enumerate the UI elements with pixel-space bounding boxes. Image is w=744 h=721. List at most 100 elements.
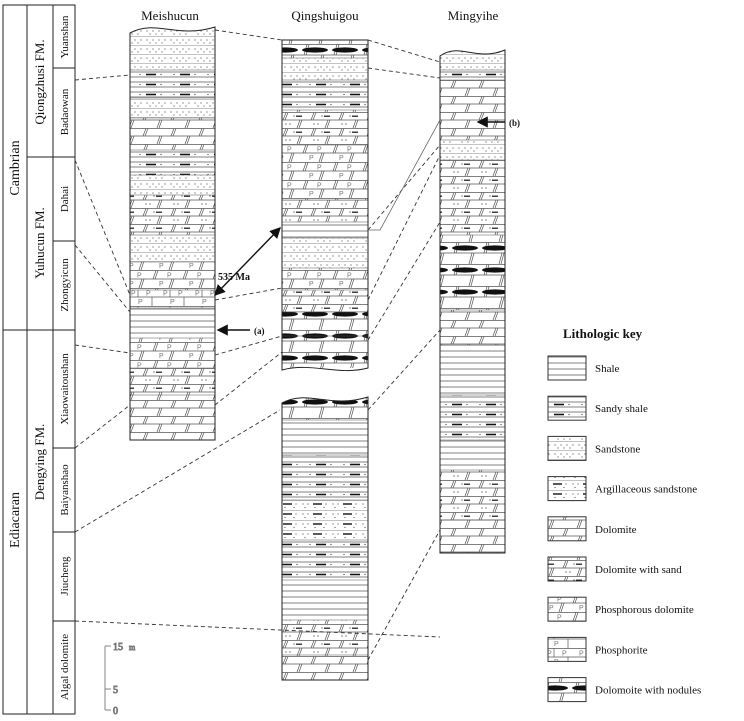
tie-line <box>74 404 131 449</box>
bed-shale <box>440 440 505 470</box>
bed-phosdolo <box>282 268 368 290</box>
bed-argsand <box>282 500 368 540</box>
age-tie-line <box>368 119 441 231</box>
bed-sandyshale <box>282 455 368 500</box>
bed-sandyshale <box>282 80 368 110</box>
bed-dolosand <box>130 368 215 395</box>
bed-sandstone <box>440 140 505 160</box>
bed-shale <box>282 222 368 238</box>
formation-label: Dengying FM. <box>32 424 47 501</box>
bed-sandstone <box>130 235 215 262</box>
bed-sandyshale <box>130 150 215 175</box>
tie-line <box>214 29 283 41</box>
tie-line <box>214 335 283 356</box>
tie-line <box>214 351 283 406</box>
correlation-lines <box>74 29 441 661</box>
bed-dolosand <box>130 195 215 235</box>
tie-line <box>367 154 441 301</box>
bed-sandstone <box>282 58 368 80</box>
bed-dolomite <box>130 118 215 150</box>
bed-sandyshale <box>440 395 505 440</box>
legend-swatch <box>547 516 587 542</box>
tie-line <box>367 144 441 231</box>
bed-shale <box>440 345 505 395</box>
bed-dolomite <box>440 520 505 553</box>
member-label: Zhongyicun <box>59 258 71 312</box>
legend-item-nodules: Dolomoite with nodules <box>547 677 701 703</box>
member-label: Baiyanshao <box>59 464 71 516</box>
legend-label: Shale <box>595 363 620 375</box>
bed-shale <box>282 420 368 455</box>
bed-sandstone <box>130 175 215 195</box>
formation-label: Yuhucun FM. <box>32 207 47 279</box>
bed-dolosand <box>282 620 368 655</box>
tie-line <box>367 39 441 63</box>
bed-sandyshale <box>282 540 368 580</box>
legend-label: Sandy shale <box>595 403 648 415</box>
legend-swatch <box>547 395 587 421</box>
tie-line <box>74 620 441 638</box>
bed-shale <box>282 580 368 620</box>
legend-swatch <box>547 596 587 622</box>
bed-phosdolo <box>130 262 215 290</box>
legend-swatch <box>547 636 587 662</box>
member-label: Dahai <box>59 186 71 212</box>
tie-line <box>74 74 131 81</box>
column-qingshuigou-lower <box>281 396 369 681</box>
legend-item-phosdolo: Phosphorous dolomite <box>547 596 694 622</box>
legend-item-phosphorite: Phosphorite <box>547 636 648 662</box>
bed-dolosand <box>440 160 505 235</box>
legend-label: Sandstone <box>595 443 640 455</box>
tie-line <box>74 409 281 533</box>
scale-unit: m <box>129 643 136 652</box>
legend-label: Phosphorous dolomite <box>595 604 694 616</box>
system-label: Ediacaran <box>8 492 23 548</box>
bed-dolomite <box>440 310 505 345</box>
member-label: Badaowan <box>59 88 71 135</box>
bed-nodules <box>282 312 368 336</box>
tie-line <box>367 529 441 661</box>
legend-swatch <box>547 476 587 502</box>
bed-nodules <box>282 336 368 368</box>
legend-title: Lithologic key <box>563 326 643 341</box>
bed-sandyshale <box>440 70 505 80</box>
bed-nodules <box>282 40 368 58</box>
member-label: Algal dolomite <box>59 634 71 700</box>
tie-line <box>214 287 283 301</box>
bed-sandstone <box>440 50 505 70</box>
bed-dolosand <box>440 470 505 520</box>
bed-sandstone <box>282 238 368 268</box>
legend-swatch <box>547 556 587 582</box>
legend-label: Dolomite with sand <box>595 564 682 576</box>
bed-sandstone <box>130 98 215 118</box>
age-label: 535 Ma <box>218 272 250 283</box>
legend-swatch <box>547 677 587 703</box>
legend-item-dolosand: Dolomite with sand <box>547 556 682 582</box>
bed-sandstone <box>130 27 215 70</box>
stratigraphic-table <box>2 4 76 715</box>
tie-line <box>74 244 131 313</box>
column-outline <box>439 49 506 554</box>
bed-phosdolo <box>130 338 215 368</box>
member-label: Xiaowaitoushan <box>59 353 71 425</box>
age-arrow <box>214 226 281 297</box>
bed-nodules <box>440 235 505 310</box>
legend-label: Dolomoite with nodules <box>595 685 701 697</box>
column-outline <box>281 39 369 372</box>
legend-item-argsand: Argillaceous sandstone <box>547 476 697 502</box>
legend-item-sandyshale: Sandy shale <box>547 395 648 421</box>
legend-label: Dolomite <box>595 524 637 536</box>
bed-dolosand <box>282 110 368 145</box>
formation-label: Qiongzhusi FM. <box>32 39 47 124</box>
legend-item-sandstone: Sandstone <box>547 435 640 461</box>
bed-dolosand <box>282 200 368 222</box>
bed-phosdolo <box>282 145 368 200</box>
bed-phosphorite <box>130 290 215 308</box>
bed-dolomite <box>130 395 215 440</box>
bed-dolomite <box>282 655 368 680</box>
bed-shale <box>130 308 215 338</box>
tie-line <box>367 329 441 411</box>
